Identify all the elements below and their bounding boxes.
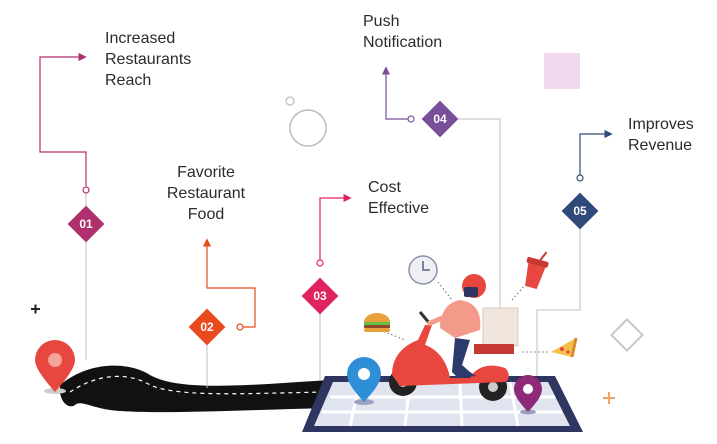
clock-icon (408, 255, 438, 285)
step-02-connector (202, 238, 256, 388)
map-pin-icon (35, 340, 75, 394)
step-03-badge: 03 (301, 277, 339, 315)
road-center-line (69, 375, 331, 395)
decor-plus-orange (603, 392, 615, 404)
decor-diamond (610, 318, 644, 352)
step-04-number: 04 (433, 112, 447, 126)
step-01-number: 01 (79, 217, 93, 231)
step-04-connector (381, 66, 501, 310)
step-02-number: 02 (200, 320, 214, 334)
decor-square (544, 53, 580, 89)
step-03-label: Cost Effective (368, 179, 430, 217)
step-01-label: Increased Restaurants Reach (105, 30, 192, 89)
step-02-badge: 02 (188, 308, 226, 346)
step-01-badge: 01 (67, 205, 105, 243)
map-pin-purple-icon (514, 375, 542, 415)
pizza-slice-icon (551, 337, 578, 358)
step-05-label: Improves Revenue (628, 116, 694, 154)
burger-icon (364, 313, 390, 332)
step-04-label: Push Notification (363, 13, 443, 51)
step-05-connector (536, 129, 613, 380)
step-01-connector (39, 52, 90, 360)
delivery-scooter-icon (389, 274, 519, 401)
step-03-connector (316, 193, 352, 380)
decor-circle-small (285, 96, 295, 106)
step-04-badge: 04 (421, 100, 459, 138)
step-02-label: Favorite Restaurant Food (166, 164, 246, 223)
map-pin-blue-icon (347, 357, 381, 405)
step-05-badge: 05 (561, 192, 599, 230)
decor-circle-large (289, 109, 327, 147)
drink-cup-icon (525, 251, 549, 290)
step-05-number: 05 (573, 204, 587, 218)
step-03-number: 03 (313, 289, 327, 303)
decor-plus (31, 304, 40, 314)
icon-leader-lines (379, 281, 548, 353)
road (59, 365, 330, 413)
